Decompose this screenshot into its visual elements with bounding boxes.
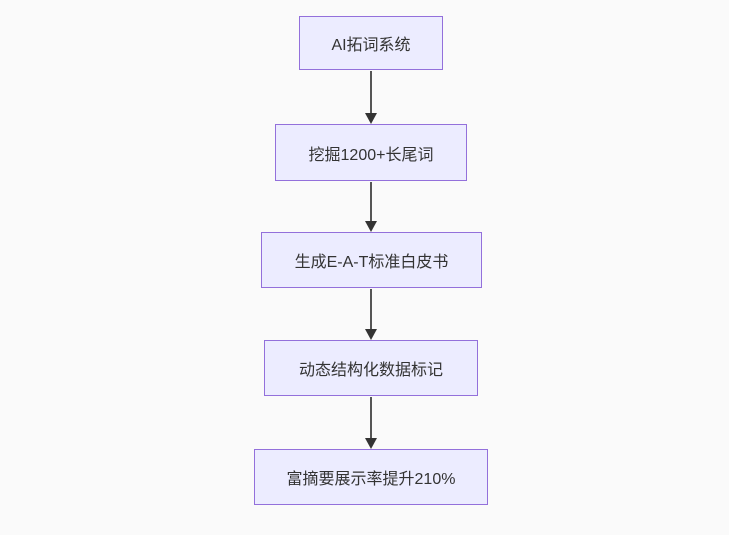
- connector-arrow-4: [365, 397, 377, 449]
- flow-node-label: 生成E-A-T标准白皮书: [294, 254, 449, 271]
- flow-node-eat-whitepaper: 生成E-A-T标准白皮书: [261, 232, 482, 288]
- arrow-line: [370, 397, 372, 439]
- connector-arrow-1: [365, 71, 377, 124]
- arrow-line: [370, 71, 372, 114]
- arrow-down-icon: [365, 113, 377, 124]
- flow-node-label: 挖掘1200+长尾词: [308, 146, 434, 164]
- flow-node-label: 富摘要展示率提升210%: [286, 471, 456, 488]
- flow-node-rich-snippet-uplift: 富摘要展示率提升210%: [254, 449, 488, 505]
- flow-node-ai-expansion-system: AI拓词系统: [299, 16, 443, 70]
- flow-node-label: AI拓词系统: [331, 37, 411, 54]
- arrow-down-icon: [365, 221, 377, 232]
- arrow-down-icon: [365, 438, 377, 449]
- flow-node-label: 动态结构化数据标记: [298, 362, 443, 379]
- arrow-down-icon: [365, 329, 377, 340]
- flow-node-structured-data-markup: 动态结构化数据标记: [264, 340, 478, 396]
- flow-node-longtail-keyword-mining: 挖掘1200+长尾词: [275, 124, 467, 181]
- connector-arrow-2: [365, 182, 377, 232]
- connector-arrow-3: [365, 289, 377, 340]
- arrow-line: [370, 289, 372, 330]
- arrow-line: [370, 182, 372, 222]
